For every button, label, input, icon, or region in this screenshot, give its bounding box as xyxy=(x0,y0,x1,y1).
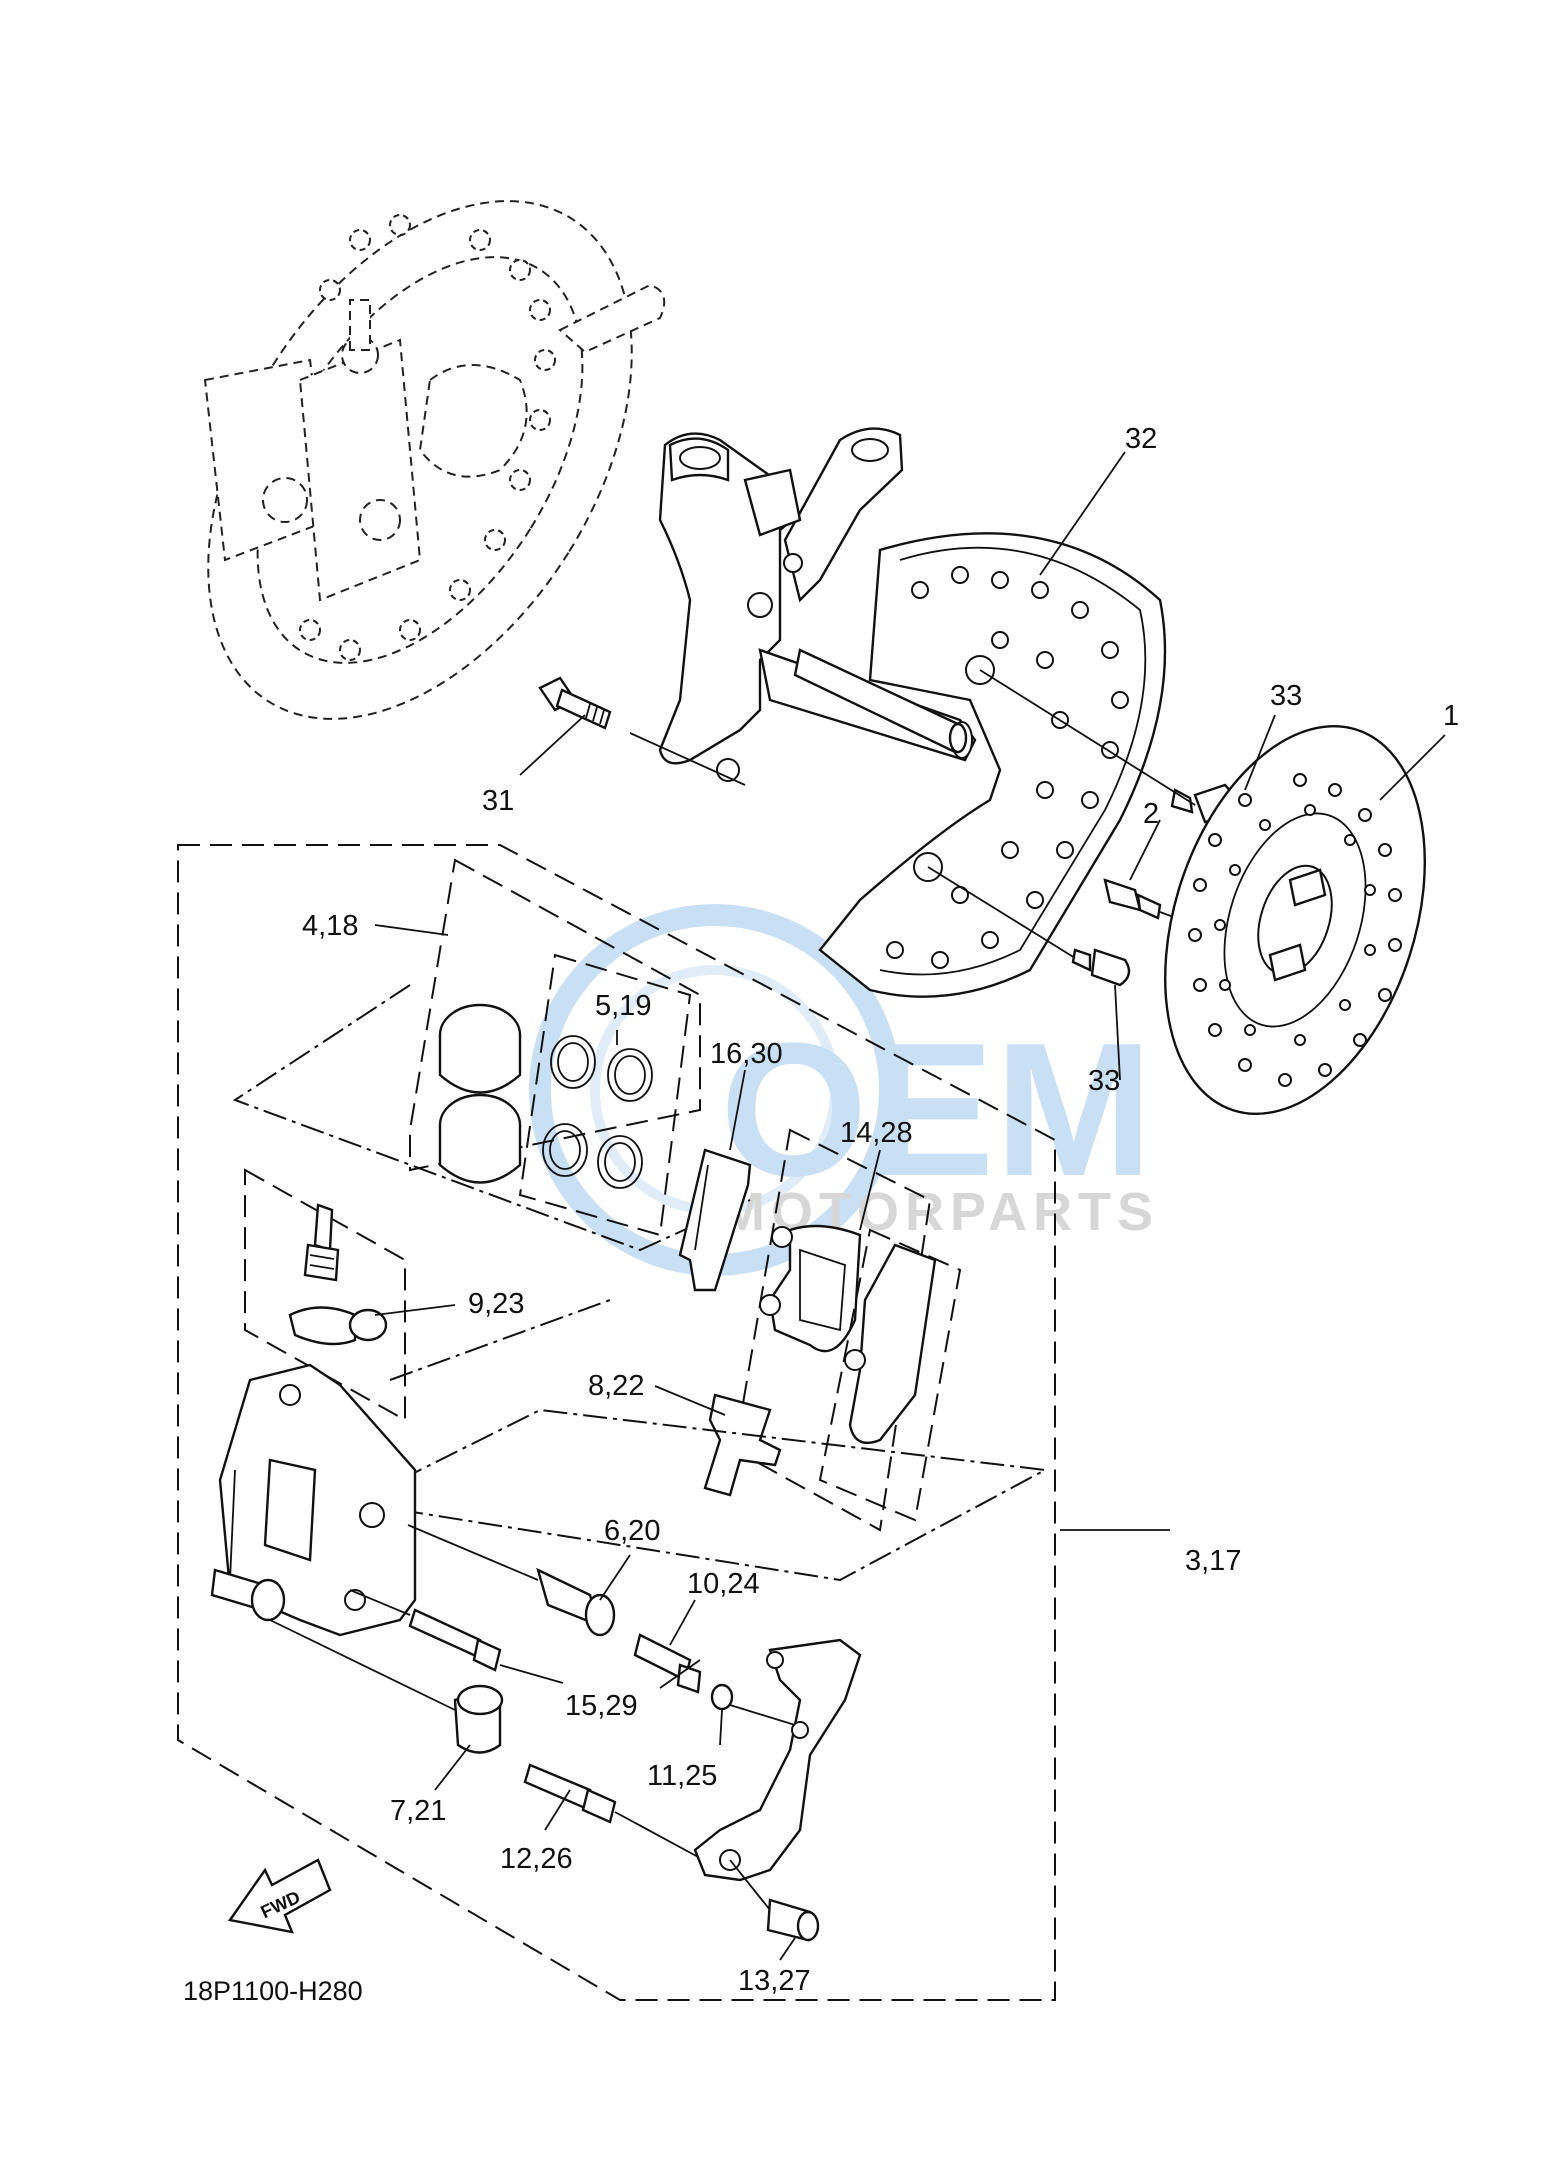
screw-33-lower xyxy=(1071,948,1131,987)
assembly-plane-lower xyxy=(389,1299,1049,1582)
caliper-bolt-lower xyxy=(523,1763,617,1824)
callout-11-25: 11,25 xyxy=(647,1760,717,1792)
brake-pad-inner xyxy=(759,1224,862,1353)
disc-guard-plate xyxy=(818,532,1167,998)
pad-shim xyxy=(678,1148,752,1292)
diagram-code: 18P1100-H280 xyxy=(183,1976,363,2006)
callout-32: 32 xyxy=(1125,423,1157,455)
callout-5-19: 5,19 xyxy=(595,990,651,1022)
caliper-body xyxy=(210,1363,417,1637)
piston-seals xyxy=(542,1035,653,1189)
slide-pin xyxy=(536,1567,616,1637)
callout-10-24: 10,24 xyxy=(687,1568,760,1600)
brake-disc xyxy=(1164,725,1426,1115)
callout-12-26: 12,26 xyxy=(500,1843,573,1875)
brake-pad-kit-boundary xyxy=(733,1128,932,1532)
callout-16-30: 16,30 xyxy=(710,1038,783,1070)
caliper-bracket xyxy=(693,1638,862,1882)
callout-1: 1 xyxy=(1443,700,1459,732)
assembled-reference-view xyxy=(203,200,666,720)
forward-direction-arrow: FWD xyxy=(227,1858,332,1934)
callout-15-29: 15,29 xyxy=(565,1690,638,1722)
callout-6-20: 6,20 xyxy=(604,1515,660,1547)
callout-7-21: 7,21 xyxy=(390,1795,446,1827)
piston-kit-boundary xyxy=(409,858,701,1172)
callout-8-22: 8,22 xyxy=(588,1370,644,1402)
washer xyxy=(710,1683,734,1711)
brake-pad-outer xyxy=(844,1243,937,1445)
caliper-pistons xyxy=(438,1003,522,1184)
callout-3-17: 3,17 xyxy=(1185,1545,1241,1577)
callout-4-18: 4,18 xyxy=(302,910,358,942)
axle-spindle xyxy=(793,648,968,754)
bolt-31 xyxy=(538,676,746,786)
callout-2: 2 xyxy=(1143,798,1159,830)
bleeder-screw xyxy=(303,1203,340,1282)
outer-pad-boundary xyxy=(818,1228,962,1522)
callout-13-27: 13,27 xyxy=(738,1965,811,1997)
bracket-sleeve xyxy=(766,1898,820,1942)
callout-33-upper: 33 xyxy=(1270,680,1302,712)
pad-spring xyxy=(703,1393,782,1497)
screw-2 xyxy=(1103,878,1162,920)
watermark-brand: OEM xyxy=(720,1004,1153,1216)
caliper-kit-boundary xyxy=(177,844,1056,2001)
pin-boot xyxy=(453,1684,504,1754)
callout-leaders xyxy=(374,451,1446,1961)
callout-33-lower: 33 xyxy=(1088,1065,1120,1097)
caliper-guide-bolt xyxy=(408,1608,502,1672)
callout-31: 31 xyxy=(482,785,514,817)
bleeder-kit-boundary xyxy=(244,1168,406,1422)
callout-labels: 32 33 1 2 33 3,17 31 4,18 5,19 16,30 14,… xyxy=(302,423,1459,1997)
callout-9-23: 9,23 xyxy=(468,1288,524,1320)
caliper-bolt-upper xyxy=(633,1633,702,1694)
callout-14-28: 14,28 xyxy=(840,1117,913,1149)
seal-kit-boundary xyxy=(518,953,692,1237)
bleeder-cap xyxy=(288,1306,388,1346)
